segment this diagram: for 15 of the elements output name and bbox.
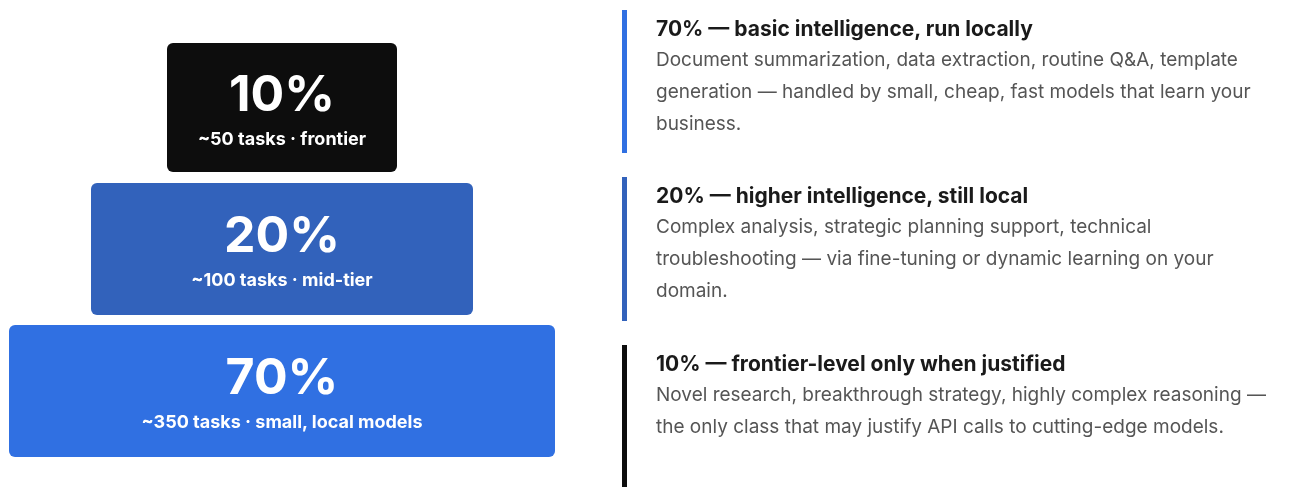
tier-caption: ~100 tasks · mid-tier (191, 271, 373, 289)
tier-caption: ~350 tasks · small, local models (141, 413, 423, 431)
tier-caption: ~50 tasks · frontier (197, 129, 367, 148)
tier-heading: 70% — basic intelligence, run locally (656, 16, 1034, 43)
tier-description-text: Document summarization, data extraction, routine Q&A, template generation — handled by small, cheap, fast models that learn your business. (656, 47, 1252, 138)
tier-heading: 10% — frontier-level only when justified (656, 351, 1067, 378)
tier-percentage: 20% (224, 209, 340, 259)
tier-percentage: 10% (228, 67, 336, 118)
tier-description-text: Complex analysis, strategic planning support, technical troubleshooting — via fine-tuning or dynamic learning on your domain. (656, 214, 1215, 305)
tier-box (9, 325, 555, 457)
tier-box (91, 183, 473, 315)
tier-heading: 20% — higher intelligence, still local (656, 183, 1030, 210)
tier-percentage: 70% (225, 351, 339, 401)
tier-description-text: Novel research, breakthrough strategy, highly complex reasoning — the only class that may justify API calls to cutting-edge models. (656, 382, 1267, 441)
tier-box (167, 43, 397, 172)
